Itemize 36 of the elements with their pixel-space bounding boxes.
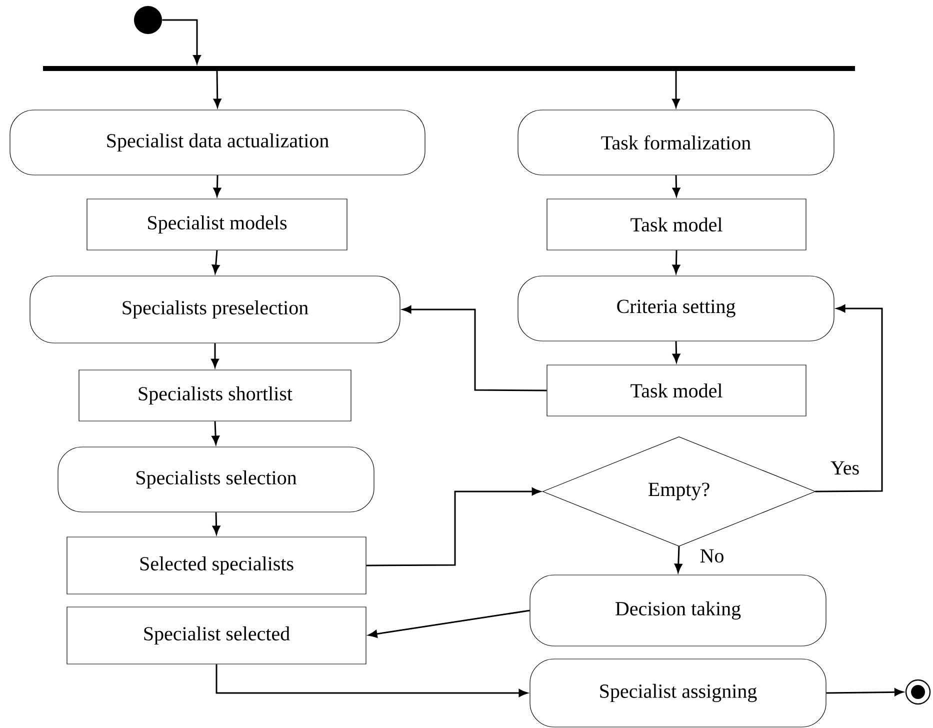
arrow bbox=[674, 546, 682, 573]
object-box: Selected specialists bbox=[66, 536, 366, 594]
action-box: Specialist data actualization bbox=[10, 110, 426, 176]
arrow bbox=[211, 343, 219, 368]
arrow bbox=[214, 70, 222, 108]
arrow bbox=[815, 304, 883, 492]
object-box: Task model bbox=[546, 364, 806, 416]
arrow bbox=[672, 71, 680, 108]
edge-label: No bbox=[698, 548, 726, 564]
arrow bbox=[216, 664, 528, 697]
arrow bbox=[672, 341, 680, 363]
arrow bbox=[212, 421, 220, 445]
arrow bbox=[826, 688, 904, 696]
arrow bbox=[212, 250, 220, 274]
action-box: Task formalization bbox=[518, 110, 834, 176]
arrow bbox=[402, 306, 547, 392]
object-box: Specialist selected bbox=[66, 606, 366, 664]
edge-label: Yes bbox=[829, 460, 861, 476]
final-node bbox=[905, 679, 931, 705]
arrow bbox=[672, 250, 680, 274]
action-box: Criteria setting bbox=[518, 276, 834, 342]
arrow bbox=[162, 19, 201, 64]
arrow bbox=[672, 175, 680, 197]
object-box: Specialists shortlist bbox=[78, 370, 352, 422]
arrow bbox=[366, 488, 541, 566]
action-box: Decision taking bbox=[530, 574, 826, 646]
arrow bbox=[212, 512, 220, 535]
action-box: Specialists selection bbox=[58, 446, 374, 512]
object-box: Specialist models bbox=[86, 198, 348, 250]
action-box: Specialist assigning bbox=[530, 658, 826, 728]
action-box: Specialists preselection bbox=[30, 276, 400, 344]
arrow bbox=[213, 175, 222, 197]
arrow bbox=[368, 610, 530, 638]
fork-bar bbox=[43, 66, 856, 71]
object-box: Task model bbox=[546, 198, 806, 250]
initial-node bbox=[134, 6, 162, 34]
